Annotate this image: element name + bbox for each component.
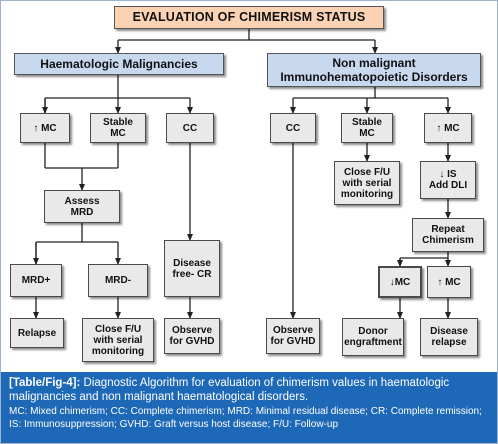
node-relapse: Relapse [10, 318, 64, 348]
node-reduce-is-add-dli: ↓ IS Add DLI [420, 161, 476, 199]
node-disease-relapse: Disease relapse [420, 318, 478, 356]
caption-main: [Table/Fig-4]: Diagnostic Algorithm for … [9, 376, 489, 404]
node-right-stable-mc: Stable MC [341, 113, 393, 143]
node-down-mc: ↓MC [378, 266, 422, 298]
node-left-stable-mc: Stable MC [90, 113, 146, 143]
figure-caption: [Table/Fig-4]: Diagnostic Algorithm for … [1, 372, 497, 443]
node-right-observe-gvhd: Observe for GVHD [266, 318, 320, 354]
node-left-close-fu: Close F/U with serial monitoring [82, 318, 154, 362]
connector-group [33, 29, 451, 319]
node-donor-engraftment: Donor engraftment [342, 318, 404, 356]
connector-lines [33, 29, 451, 319]
node-disease-free-cr: Disease free- CR [164, 240, 220, 297]
node-left-observe-gvhd: Observe for GVHD [164, 318, 220, 354]
node-mrd-positive: MRD+ [10, 264, 62, 297]
node-assess-mrd: Assess MRD [44, 190, 120, 223]
node-left-cc: CC [166, 113, 214, 143]
node-right-cc: CC [270, 113, 316, 143]
flowchart: EVALUATION OF CHIMERISM STATUS Haematolo… [10, 6, 484, 362]
caption-abbreviations: MC: Mixed chimerism; CC: Complete chimer… [9, 406, 482, 430]
node-right-close-fu: Close F/U with serial monitoring [334, 161, 400, 205]
caption-label: [Table/Fig-4]: [9, 377, 81, 389]
category-haematologic-malignancies: Haematologic Malignancies [14, 53, 224, 75]
title-box: EVALUATION OF CHIMERISM STATUS [114, 6, 384, 29]
node-mrd-negative: MRD- [88, 264, 148, 297]
caption-text: Diagnostic Algorithm for evaluation of c… [9, 377, 450, 403]
node-right-up-mc-2: ↑ MC [427, 266, 471, 298]
node-left-up-mc: ↑ MC [20, 113, 70, 143]
node-right-up-mc: ↑ MC [424, 113, 472, 143]
node-repeat-chimerism: Repeat Chimerism [412, 218, 484, 252]
category-non-malignant-disorders: Non malignant Immunohematopoietic Disord… [267, 53, 481, 87]
